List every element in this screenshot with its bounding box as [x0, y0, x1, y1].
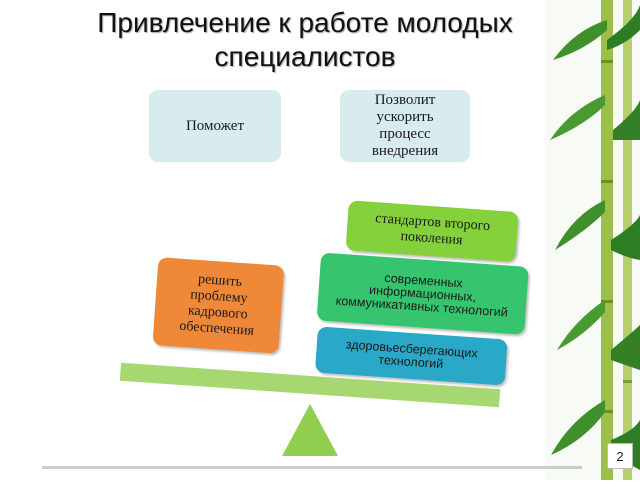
box-solve-label: решить проблему кадрового обеспечения	[167, 270, 269, 341]
box-health-label: здоровьесберегающих технологий	[326, 337, 497, 375]
box-ict-label: современных информационных, коммуникатив…	[328, 268, 518, 320]
page-number: 2	[607, 443, 633, 469]
box-ict: современных информационных, коммуникатив…	[317, 252, 529, 334]
footer-line	[42, 466, 582, 469]
box-standards: стандартов второго поколения	[345, 200, 518, 262]
fulcrum-triangle	[282, 404, 338, 456]
box-standards-label: стандартов второго поколения	[352, 210, 512, 253]
box-health: здоровьесберегающих технологий	[315, 326, 508, 385]
box-solve: решить проблему кадрового обеспечения	[152, 257, 284, 354]
